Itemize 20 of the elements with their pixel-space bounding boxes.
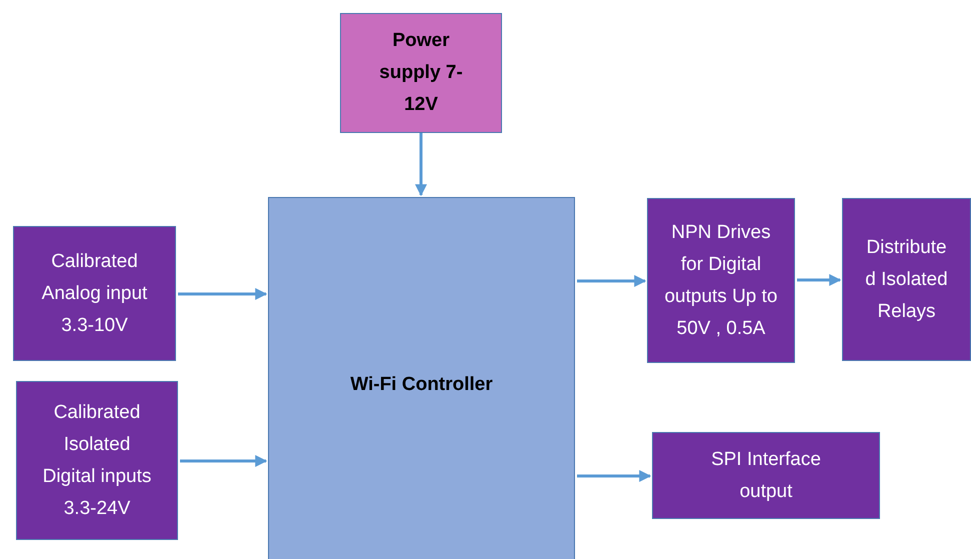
arrow <box>415 133 427 196</box>
arrow <box>577 470 652 482</box>
power-supply-box <box>340 13 502 133</box>
box-label: SPI Interface output <box>710 448 822 504</box>
module-box <box>647 198 795 363</box>
box-label: Power supply 7-12V <box>378 29 464 117</box>
box-label: Calibrated Isolated Digital inputs 3.3-24V <box>42 400 152 520</box>
arrow <box>180 455 268 467</box>
module-box <box>652 432 880 519</box>
module-box <box>16 381 178 540</box>
arrow <box>577 275 646 287</box>
controller-box <box>268 197 575 559</box>
box-label: Calibrated Analog input 3.3-10V <box>40 250 148 338</box>
box-label: Wi-Fi Controller <box>350 372 493 396</box>
arrow <box>797 274 842 286</box>
arrow <box>178 288 268 300</box>
module-box <box>842 198 971 361</box>
box-label: Distribute d Isolated Relays <box>864 236 949 324</box>
module-box <box>13 226 176 361</box>
box-label: NPN Drives for Digital outputs Up to 50V , 0.5A <box>663 220 779 340</box>
